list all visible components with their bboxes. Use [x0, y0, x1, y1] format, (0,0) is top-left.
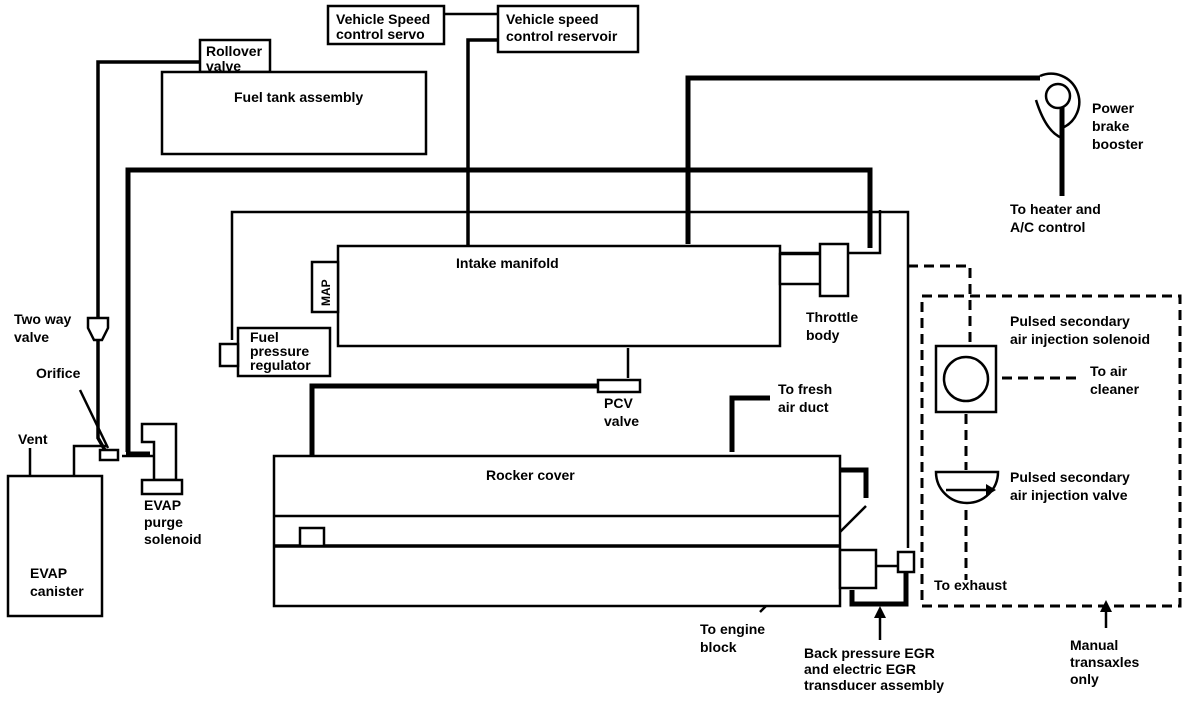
two-way-valve: [86, 316, 110, 342]
rocker-right-hose: [840, 467, 869, 498]
label-power-brake-booster: Power brake booster: [1092, 100, 1144, 152]
label-map-sensor: MAP: [319, 279, 333, 306]
throttle-body: [818, 242, 850, 298]
label-manual-transaxles: Manual transaxles only: [1070, 637, 1143, 687]
map-sensor: [310, 260, 340, 314]
label-to-engine-block: To engine block: [700, 621, 769, 655]
label-orifice: Orifice: [36, 365, 81, 381]
pulsed-air-valve-arrowhead: [986, 484, 996, 496]
label-fuel-tank: Fuel tank assembly: [234, 89, 363, 105]
label-two-way-valve: Two way valve: [14, 311, 75, 345]
label-rollover-valve: Rollover valve: [206, 43, 266, 74]
brake-booster-hose: [685, 75, 1040, 244]
label-pulsed-valve: Pulsed secondary air injection valve: [1010, 469, 1134, 503]
two-way-valve-hose: [96, 340, 108, 453]
vehicle-speed-reservoir: [496, 4, 640, 54]
reservoir-hose: [466, 38, 500, 248]
transaxle-leader-arrowhead: [1100, 600, 1112, 612]
orifice: [98, 448, 120, 462]
rocker-cover: [272, 454, 842, 608]
pcv-port: [298, 526, 326, 548]
label-pulsed-solenoid: Pulsed secondary air injection solenoid: [1010, 313, 1150, 347]
brake-booster-port: [1044, 82, 1072, 110]
egr-lower-hose: [849, 572, 909, 607]
label-fuel-pressure-regulator: Fuel pressure regulator: [250, 329, 313, 373]
label-throttle-body: Throttle body: [806, 309, 862, 343]
manual-transaxles-boundary: [920, 294, 1182, 608]
orifice-leader: [78, 389, 110, 449]
evap-purge-hose: [125, 167, 873, 452]
label-evap-canister: EVAP canister: [30, 565, 84, 599]
label-heater-ac: To heater and A/C control: [1010, 201, 1105, 235]
egr-transducer: [838, 548, 878, 590]
brake-booster-arc: [1034, 99, 1063, 140]
intake-manifold: [336, 244, 782, 348]
label-pcv-valve: PCV valve: [604, 395, 639, 429]
label-to-fresh-air-duct: To fresh air duct: [778, 381, 836, 415]
label-to-air-cleaner: To air cleaner: [1090, 363, 1140, 397]
fuel-regulator-hose: [230, 210, 910, 548]
label-evap-purge-solenoid: EVAP purge solenoid: [144, 497, 202, 547]
egr-transducer-valve: [896, 550, 916, 574]
pulsed-air-solenoid-coil: [942, 355, 990, 403]
evap-purge-solenoid-base: [140, 478, 184, 496]
label-rocker-cover: Rocker cover: [486, 467, 575, 483]
fresh-air-duct-hose: [729, 395, 770, 452]
pcv-valve: [596, 378, 642, 394]
canister-vent-hose: [72, 444, 106, 476]
label-intake-manifold: Intake manifold: [456, 255, 559, 271]
label-vehicle-speed-reservoir: Vehicle speed control reservoir: [506, 11, 618, 44]
label-vent: Vent: [18, 431, 48, 447]
solenoid-supply-dashed: [908, 264, 972, 344]
pulsed-air-valve: [934, 470, 1000, 505]
power-brake-booster: [1039, 72, 1081, 130]
vehicle-speed-servo: [326, 4, 446, 46]
fuel-tank-assembly: [160, 70, 428, 156]
fuel-regulator-port: [218, 342, 240, 368]
label-to-exhaust: To exhaust: [934, 577, 1007, 593]
label-vehicle-speed-servo: Vehicle Speed control servo: [336, 11, 434, 42]
throttle-body-neck: [778, 252, 826, 286]
label-egr-transducer: Back pressure EGR and electric EGR trans…: [804, 645, 944, 693]
egr-leader-arrowhead: [874, 606, 886, 618]
evap-canister: [6, 474, 104, 618]
rollover-valve-hose: [96, 60, 200, 318]
